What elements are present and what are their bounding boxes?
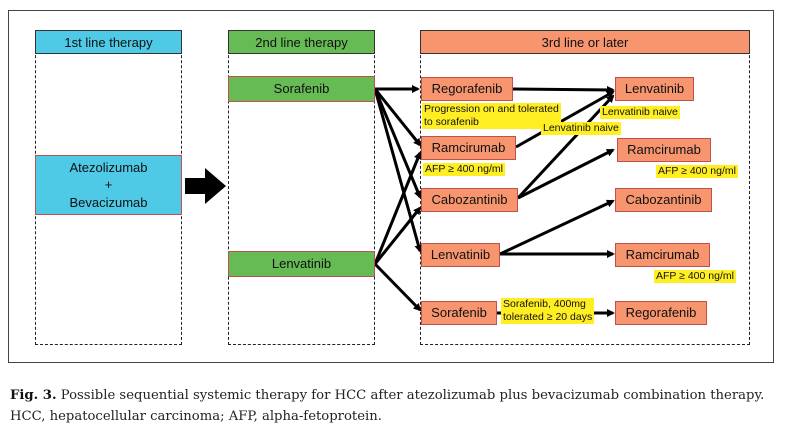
figure-caption-text: Possible sequential systemic therapy for…: [10, 388, 765, 424]
node-second-lenvatinib: Lenvatinib: [228, 251, 375, 277]
node-third-cabozantinib-label: Cabozantinib: [431, 192, 508, 208]
note-afp-3-label: AFP ≥ 400 ng/ml: [656, 270, 734, 282]
node-later-regorafenib: Regorafenib: [615, 301, 707, 325]
first-line-header-label: 1st line therapy: [64, 34, 153, 50]
arrow-ramcirumab-to-lenvatinib: [515, 90, 615, 149]
note-lenvatinib-naive-2: Lenvatinib naive: [541, 122, 621, 135]
note-sorafenib-line2: tolerated ≥ 20 days: [503, 311, 593, 323]
node-later-cabozantinib-label: Cabozantinib: [625, 192, 702, 208]
arrow-sorafenib-to-cabozantinib: [373, 88, 422, 199]
first-line-header: 1st line therapy: [35, 30, 182, 54]
figure-caption: Fig. 3. Possible sequential systemic the…: [10, 385, 780, 427]
arrow-lenvatinib-to-cabozantinib-later: [499, 199, 615, 256]
node-third-regorafenib: Regorafenib: [421, 77, 513, 101]
node-later-ramcirumab-1: Ramcirumab: [617, 138, 711, 162]
node-atezolizumab-label: Atezolizumab: [69, 159, 148, 175]
note-afp-1-label: AFP ≥ 400 ng/ml: [425, 163, 503, 175]
note-lenvatinib-naive-1: Lenvatinib naive: [600, 106, 680, 119]
node-later-lenvatinib-label: Lenvatinib: [624, 81, 685, 97]
arrow-sorafenib-to-lenvatinib: [373, 88, 423, 253]
third-line-column: 3rd line or later: [420, 30, 750, 345]
note-progression-line1: Progression on and tolerated: [424, 103, 559, 115]
node-third-regorafenib-label: Regorafenib: [431, 81, 503, 97]
figure-label: Fig. 3.: [10, 388, 57, 403]
node-third-cabozantinib: Cabozantinib: [421, 188, 518, 212]
node-second-sorafenib: Sorafenib: [228, 76, 375, 102]
note-lenvatinib-naive-1-label: Lenvatinib naive: [602, 106, 678, 118]
second-line-column: 2nd line therapy: [228, 30, 375, 345]
node-later-ramcirumab-2: Ramcirumab: [615, 243, 710, 267]
node-third-sorafenib: Sorafenib: [421, 301, 497, 325]
node-third-sorafenib-label: Sorafenib: [431, 305, 487, 321]
node-later-lenvatinib: Lenvatinib: [615, 77, 694, 101]
arrow-cabozantinib-to-lenvatinib: [516, 94, 615, 200]
third-line-header-label: 3rd line or later: [541, 34, 629, 50]
note-progression-tolerated: Progression on and tolerated to sorafeni…: [422, 103, 561, 129]
arrow-lenvatinib-to-sorafenib: [373, 262, 422, 312]
node-later-ramcirumab-2-label: Ramcirumab: [625, 247, 700, 263]
third-line-header: 3rd line or later: [420, 30, 750, 54]
node-later-ramcirumab-1-label: Ramcirumab: [627, 142, 701, 158]
second-line-header-label: 2nd line therapy: [255, 34, 348, 50]
arrow-sorafenib-to-ramcirumab: [373, 88, 422, 147]
note-afp-1: AFP ≥ 400 ng/ml: [423, 163, 505, 176]
note-progression-line2: to sorafenib: [424, 116, 479, 128]
node-atezolizumab-bevacizumab: Atezolizumab + Bevacizumab: [35, 155, 182, 215]
note-sorafenib-line1: Sorafenib, 400mg: [503, 298, 586, 310]
note-afp-2: AFP ≥ 400 ng/ml: [656, 165, 738, 178]
arrow-regorafenib-to-lenvatinib: [512, 85, 615, 94]
arrow-cabozantinib-to-ramcirumab: [517, 148, 615, 200]
big-arrow: [185, 168, 226, 204]
note-afp-2-label: AFP ≥ 400 ng/ml: [658, 165, 736, 177]
note-lenvatinib-naive-2-label: Lenvatinib naive: [543, 122, 619, 134]
note-sorafenib-tolerated: Sorafenib, 400mg tolerated ≥ 20 days: [501, 298, 595, 324]
node-third-ramcirumab-label: Ramcirumab: [431, 140, 506, 156]
node-third-lenvatinib: Lenvatinib: [421, 243, 500, 267]
node-third-lenvatinib-label: Lenvatinib: [430, 247, 491, 263]
node-third-ramcirumab: Ramcirumab: [421, 136, 516, 160]
arrow-lenvatinib-to-cabozantinib: [373, 206, 422, 265]
arrow-lenvatinib-to-ramcirumab: [373, 151, 422, 265]
node-later-cabozantinib: Cabozantinib: [615, 188, 712, 212]
note-afp-3: AFP ≥ 400 ng/ml: [654, 270, 736, 283]
node-bevacizumab-label: Bevacizumab: [69, 194, 148, 210]
node-second-sorafenib-label: Sorafenib: [273, 81, 330, 97]
second-line-header: 2nd line therapy: [228, 30, 375, 54]
node-second-lenvatinib-label: Lenvatinib: [271, 256, 332, 272]
node-plus-label: +: [104, 177, 113, 193]
node-later-regorafenib-label: Regorafenib: [625, 305, 697, 321]
